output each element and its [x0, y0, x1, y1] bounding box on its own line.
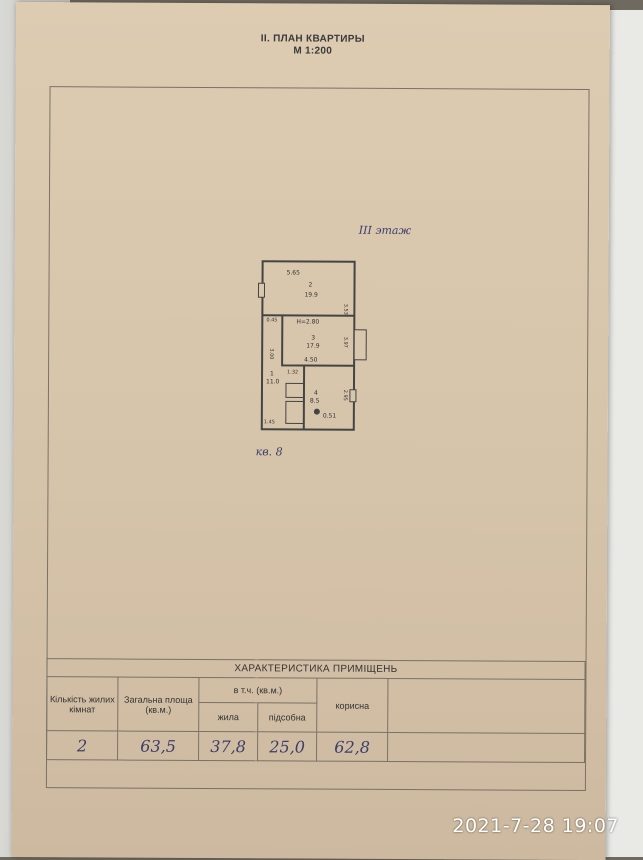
kitchen-area: 8.5 [310, 398, 320, 405]
apartment-label: кв. 8 [256, 445, 283, 458]
room1-width: 5.65 [287, 269, 301, 276]
col-living-header: жила [199, 702, 258, 731]
room2-area: 17.9 [306, 343, 320, 350]
room2-height: 3.97 [342, 337, 348, 348]
room1-area: 19.9 [304, 292, 318, 299]
room2-ceiling: H=2.80 [296, 318, 319, 325]
document-sheet: II. ПЛАН КВАРТИРЫ М 1:200 III этаж 5.65 … [12, 2, 610, 860]
value-rooms: 2 [47, 731, 118, 760]
bottom-left-dim: 1.45 [264, 419, 275, 425]
kitchen-dim: 2.95 [342, 390, 348, 401]
plan-service-rooms [286, 383, 304, 423]
stove-symbol [314, 409, 320, 415]
room2-number: 3 [311, 335, 315, 342]
value-total: 63,5 [118, 731, 199, 760]
top-left-dim: 0.45 [266, 317, 277, 323]
left-dim: 3.00 [268, 348, 274, 359]
room2-width: 4.50 [304, 357, 318, 364]
kitchen-number: 4 [314, 390, 318, 397]
col-total-header: Загальна площа (кв.м.) [118, 677, 199, 731]
hall-number: 1 [270, 370, 274, 377]
col-aux-header: підсобна [258, 703, 317, 732]
value-living: 37,8 [199, 731, 258, 760]
col-useful-header: корисна [317, 678, 388, 732]
value-blank [388, 732, 585, 762]
col-rooms-header: Кількість жилих кімнат [47, 677, 118, 731]
value-aux: 25,0 [258, 732, 317, 761]
hall-dim: 1.32 [287, 369, 298, 375]
room1-number: 2 [309, 282, 313, 289]
specs-table: ХАРАКТЕРИСТИКА ПРИМІЩЕНЬ Кількість жилих… [46, 658, 586, 763]
photo-timestamp: 2021-7-28 19:07 [452, 815, 619, 837]
col-blank-header [388, 678, 585, 733]
room1-height: 3.53 [342, 304, 348, 315]
value-useful: 62,8 [317, 732, 388, 761]
hall-area: 11.0 [266, 378, 280, 385]
floor-label: III этаж [358, 224, 412, 237]
bottom-right-dim: 0.51 [323, 413, 337, 420]
col-incl-header: в т.ч. (кв.м.) [199, 677, 317, 703]
